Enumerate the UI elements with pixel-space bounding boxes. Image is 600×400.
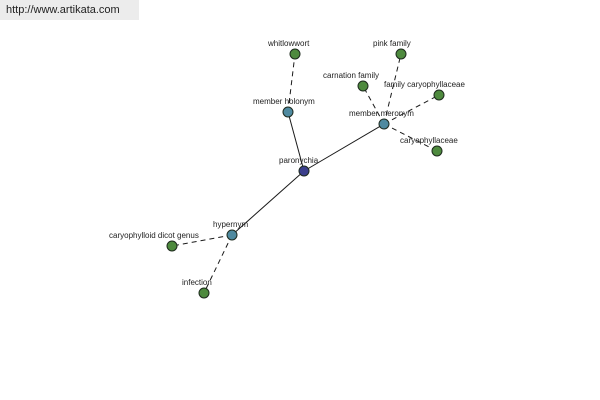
edge-meronym-pink-family	[383, 53, 402, 125]
edge-meronym-caryophyllaceae	[383, 123, 438, 152]
node-carnation-family[interactable]: carnation family	[323, 71, 379, 92]
node-member-holonym[interactable]: member holonym	[253, 97, 315, 118]
edge-hypernym-caryophylloid-dicot-genus	[171, 234, 233, 247]
edge-meronym-carnation-family	[362, 85, 385, 125]
node-pink-family[interactable]: pink family	[373, 39, 411, 60]
node-caryophyllaceae[interactable]: caryophyllaceae	[400, 136, 458, 157]
node-caryophylloid-dicot-genus-label: caryophylloid dicot genus	[109, 231, 199, 240]
dashed-edges	[171, 53, 440, 294]
site-banner: http://www.artikata.com	[0, 0, 139, 20]
node-hypernym[interactable]: hypernym	[213, 220, 248, 241]
node-whitlowwort-circle	[289, 48, 301, 60]
edge-holonym-whitlowwort	[287, 53, 296, 113]
node-paronychia[interactable]: paronychia	[279, 156, 319, 177]
node-member-meronym[interactable]: member meronym	[349, 109, 414, 130]
node-carnation-family-label: carnation family	[323, 71, 379, 80]
edge-paronychia-hypernym	[231, 170, 305, 236]
node-member-holonym-label: member holonym	[253, 97, 315, 106]
node-infection-circle	[198, 287, 210, 299]
edge-paronychia-meronym	[303, 123, 385, 172]
node-infection[interactable]: infection	[182, 278, 212, 299]
node-caryophylloid-dicot-genus-circle	[166, 240, 178, 252]
node-pink-family-label: pink family	[373, 39, 411, 48]
site-url-link[interactable]: http://www.artikata.com	[6, 4, 120, 16]
node-caryophyllaceae-circle	[431, 145, 443, 157]
node-family-caryophyllaceae-circle	[433, 89, 445, 101]
node-member-holonym-circle	[282, 106, 294, 118]
node-family-caryophyllaceae-label: family caryophyllaceae	[384, 80, 465, 89]
node-whitlowwort-label: whitlowwort	[267, 39, 310, 48]
node-whitlowwort[interactable]: whitlowwort	[267, 39, 310, 60]
edge-hypernym-infection	[203, 234, 233, 294]
node-member-meronym-circle	[378, 118, 390, 130]
node-paronychia-label: paronychia	[279, 156, 319, 165]
edge-paronychia-holonym	[287, 111, 305, 172]
edge-meronym-family-caryophyllaceae	[383, 94, 440, 125]
node-paronychia-circle	[298, 165, 310, 177]
node-pink-family-circle	[395, 48, 407, 60]
node-infection-label: infection	[182, 278, 212, 287]
solid-edges	[231, 111, 385, 236]
node-caryophylloid-dicot-genus[interactable]: caryophylloid dicot genus	[109, 231, 199, 252]
node-family-caryophyllaceae[interactable]: family caryophyllaceae	[384, 80, 465, 101]
node-hypernym-label: hypernym	[213, 220, 248, 229]
node-hypernym-circle	[226, 229, 238, 241]
node-carnation-family-circle	[357, 80, 369, 92]
node-caryophyllaceae-label: caryophyllaceae	[400, 136, 458, 145]
node-member-meronym-label: member meronym	[349, 109, 414, 118]
